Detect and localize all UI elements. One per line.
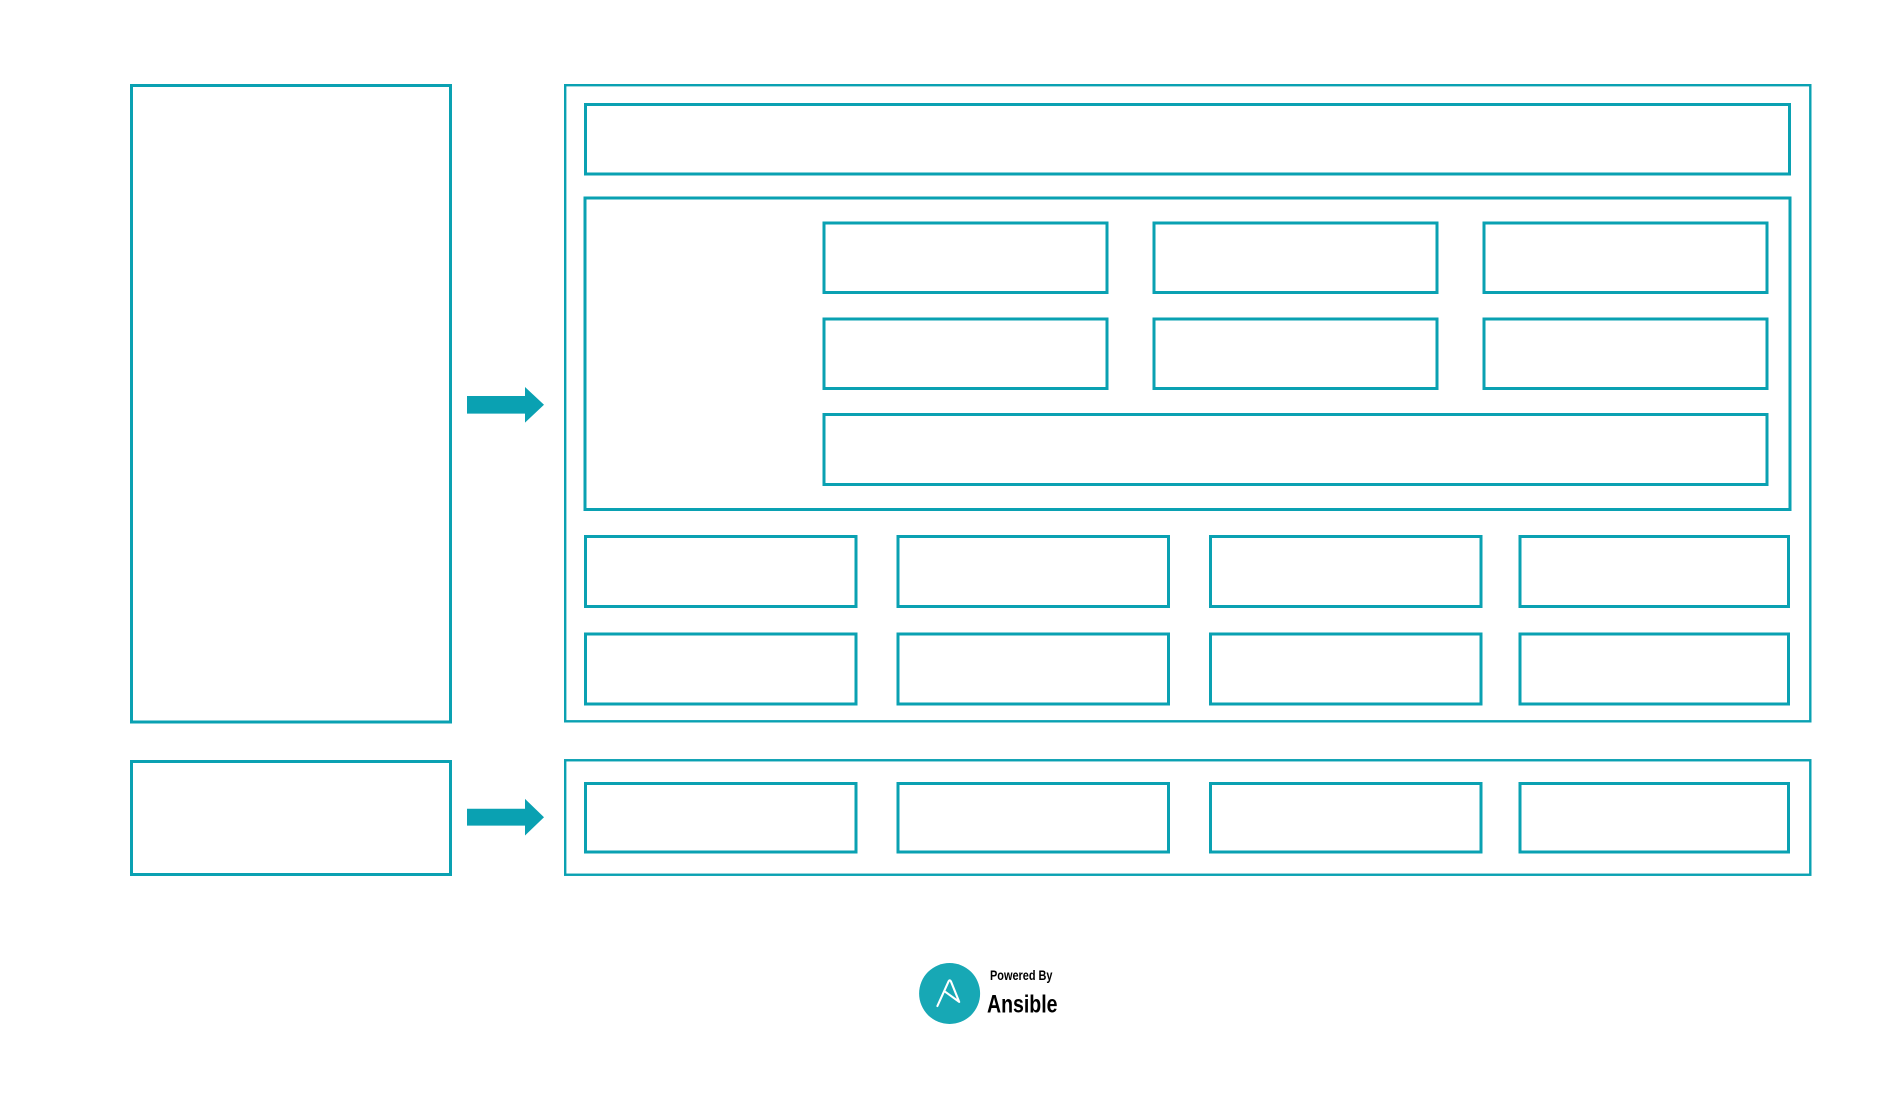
svg-text:Powered By: Powered By [990, 967, 1053, 983]
svg-text:Ansible: Ansible [987, 991, 1058, 1019]
